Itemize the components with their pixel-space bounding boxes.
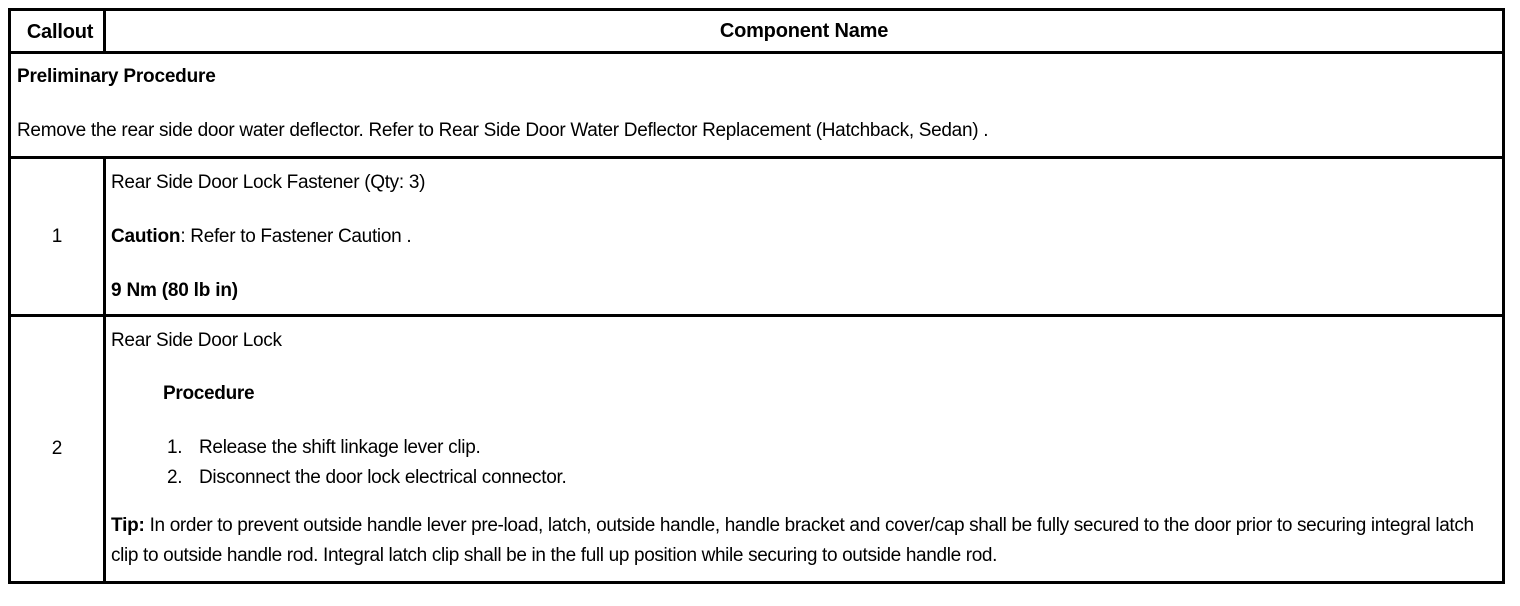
preliminary-procedure-heading: Preliminary Procedure bbox=[17, 66, 216, 87]
preliminary-procedure-cell: Preliminary Procedure Remove the rear si… bbox=[8, 51, 1505, 159]
component-title: Rear Side Door Lock Fastener (Qty: 3) bbox=[111, 172, 426, 193]
list-item: 1. Release the shift linkage lever clip. bbox=[167, 433, 1494, 463]
caution-text: : Refer to Fastener Caution . bbox=[180, 226, 412, 247]
component-description-cell: Rear Side Door Lock Procedure 1. Release … bbox=[103, 314, 1505, 584]
procedure-heading: Procedure bbox=[163, 383, 255, 404]
list-item: 2. Disconnect the door lock electrical co… bbox=[167, 463, 1494, 493]
list-item-text: Disconnect the door lock electrical conn… bbox=[199, 467, 567, 488]
callout-number: 2 bbox=[8, 314, 106, 584]
component-description-cell: Rear Side Door Lock Fastener (Qty: 3) Ca… bbox=[103, 156, 1505, 317]
list-item-text: Release the shift linkage lever clip. bbox=[199, 437, 481, 458]
table-row: 1 Rear Side Door Lock Fastener (Qty: 3) … bbox=[8, 156, 1505, 317]
column-header-callout: Callout bbox=[8, 8, 106, 54]
tip-note: Tip: In order to prevent outside handle … bbox=[111, 511, 1494, 571]
list-item-marker: 2. bbox=[167, 467, 183, 488]
table-row: 2 Rear Side Door Lock Procedure 1. Releas… bbox=[8, 314, 1505, 584]
spacer bbox=[111, 407, 1494, 433]
column-header-component-name: Component Name bbox=[103, 8, 1505, 54]
caution-note: Caution: Refer to Fastener Caution . bbox=[111, 223, 1494, 250]
table-header-row: Callout Component Name bbox=[8, 8, 1505, 54]
caution-label: Caution bbox=[111, 226, 181, 247]
list-item-marker: 1. bbox=[167, 437, 183, 458]
callout-number: 1 bbox=[8, 156, 106, 317]
procedure-step-list: 1.Release the shift linkage lever clip. … bbox=[111, 433, 1494, 493]
spacer bbox=[111, 354, 1494, 380]
tip-label: Tip: bbox=[111, 515, 145, 536]
torque-spec: 9 Nm (80 lb in) bbox=[111, 280, 238, 301]
procedure-table: Callout Component Name Preliminary Proce… bbox=[8, 8, 1505, 584]
preliminary-procedure-text: Remove the rear side door water deflecto… bbox=[17, 120, 989, 141]
tip-text: In order to prevent outside handle lever… bbox=[111, 515, 1474, 566]
preliminary-procedure-row: Preliminary Procedure Remove the rear si… bbox=[8, 51, 1505, 159]
spacer bbox=[111, 493, 1494, 511]
component-title: Rear Side Door Lock bbox=[111, 330, 282, 351]
